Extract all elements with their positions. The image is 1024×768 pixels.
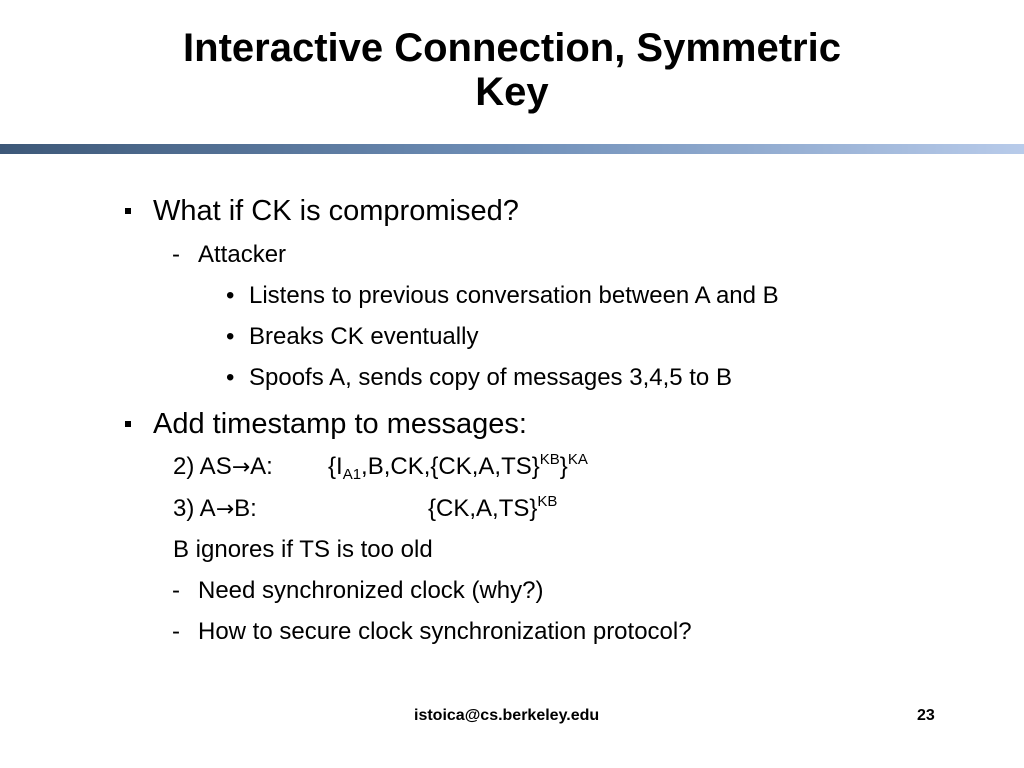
item-sync-clock: Need synchronized clock (why?)	[198, 577, 544, 604]
message-2-close: }	[559, 453, 568, 480]
message-2-dest: A:	[250, 453, 273, 480]
right-arrow-icon: →	[231, 455, 251, 480]
superscript-kb: KB	[537, 493, 558, 510]
slide-title: Interactive Connection, Symmetric Key	[0, 26, 1024, 114]
dash-bullet-icon: -	[172, 618, 180, 645]
right-arrow-icon: →	[215, 497, 235, 522]
ignore-line: B ignores if TS is too old	[173, 536, 433, 563]
subscript-a1: A1	[342, 466, 362, 483]
slide-number: 23	[917, 707, 935, 724]
footer-email: istoica@cs.berkeley.edu	[414, 707, 600, 724]
message-3-number: 3) A	[173, 495, 216, 522]
superscript-ka: KA	[567, 451, 588, 468]
message-2-body: {IA1,B,CK,{CK,A,TS}KB}KA	[328, 452, 588, 482]
item-secure-sync: How to secure clock synchronization prot…	[198, 618, 692, 645]
message-2-mid: ,B,CK,{CK,A,TS}	[361, 453, 540, 480]
message-3-label: 3) A→B:	[173, 494, 257, 525]
dot-bullet-icon: •	[226, 323, 235, 350]
bullet-add-timestamp: Add timestamp to messages:	[153, 408, 527, 440]
square-bullet-icon	[125, 208, 131, 214]
item-breaks: Breaks CK eventually	[249, 323, 479, 350]
dot-bullet-icon: •	[226, 282, 235, 309]
sub-item-attacker: Attacker	[198, 241, 287, 268]
message-2-label: 2) AS→A:	[173, 452, 273, 483]
square-bullet-icon	[125, 421, 131, 427]
dot-bullet-icon: •	[226, 364, 235, 391]
message-3-body: {CK,A,TS}KB	[428, 494, 557, 524]
item-listens: Listens to previous conversation between…	[249, 282, 779, 309]
message-2-open: {I	[328, 453, 343, 480]
message-2-number: 2) AS	[173, 453, 232, 480]
superscript-kb: KB	[539, 451, 560, 468]
message-3-dest: B:	[234, 495, 257, 522]
message-3-braces: {CK,A,TS}	[428, 495, 538, 522]
dash-bullet-icon: -	[172, 241, 180, 268]
title-divider	[0, 144, 1024, 154]
bullet-compromised: What if CK is compromised?	[153, 195, 519, 227]
dash-bullet-icon: -	[172, 577, 180, 604]
slide-title-line-1: Interactive Connection, Symmetric	[183, 26, 841, 70]
slide-title-line-2: Key	[475, 70, 549, 114]
item-spoofs: Spoofs A, sends copy of messages 3,4,5 t…	[249, 364, 732, 391]
